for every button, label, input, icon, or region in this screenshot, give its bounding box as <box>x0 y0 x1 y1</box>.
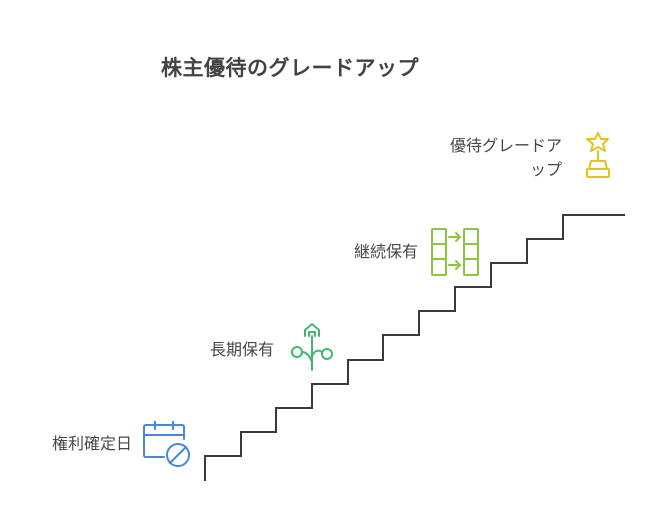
staircase-line <box>204 214 625 481</box>
calendar-cancel-icon <box>143 421 190 467</box>
step-label-upgrade-line1: 優待グレードア <box>449 136 562 155</box>
step-label-kenri: 権利確定日 <box>51 434 132 453</box>
step-label-upgrade: 優待グレードア ップ <box>400 134 562 182</box>
step-label-keizoku: 継続保有 <box>353 242 418 261</box>
transfer-columns-icon <box>431 228 479 276</box>
trophy-icon <box>586 132 610 178</box>
growth-plant-icon <box>291 323 333 371</box>
step-label-choki: 長期保有 <box>209 340 274 359</box>
diagram-title: 株主優待のグレードアップ <box>161 56 419 80</box>
step-label-upgrade-line2: ップ <box>529 160 562 179</box>
